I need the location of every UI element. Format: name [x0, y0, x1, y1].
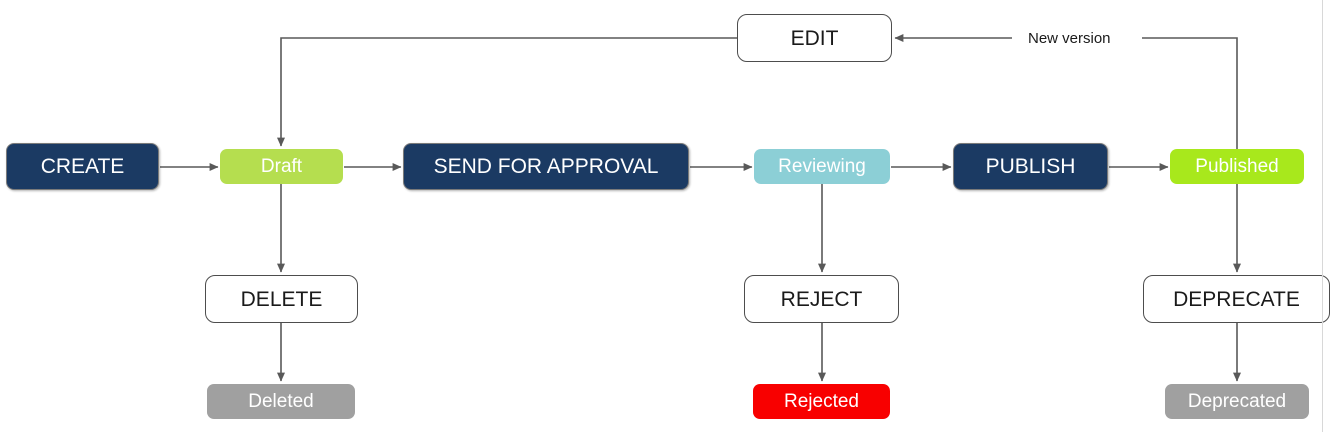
edge-edit-draft	[277, 37, 737, 147]
node-draft[interactable]: Draft	[220, 149, 343, 184]
node-rejected-label: Rejected	[784, 391, 859, 412]
node-published[interactable]: Published	[1170, 149, 1304, 184]
node-edit-label: EDIT	[790, 26, 839, 50]
node-publish-label: PUBLISH	[985, 155, 1076, 178]
node-create-label: CREATE	[40, 155, 125, 178]
node-create[interactable]: CREATE	[6, 143, 159, 190]
node-deprecated[interactable]: Deprecated	[1165, 384, 1309, 419]
node-deprecate-label: DEPRECATE	[1173, 287, 1300, 311]
node-deleted[interactable]: Deleted	[207, 384, 355, 419]
edge-published-edit-right	[1142, 37, 1238, 167]
node-rejected[interactable]: Rejected	[753, 384, 890, 419]
node-reviewing-label: Reviewing	[778, 156, 866, 177]
node-deprecate[interactable]: DEPRECATE	[1143, 275, 1330, 323]
page-boundary-right	[1322, 0, 1323, 432]
edge-label-new-version: New version	[1028, 30, 1111, 47]
node-edit[interactable]: EDIT	[737, 14, 892, 62]
node-draft-label: Draft	[260, 156, 303, 177]
node-published-label: Published	[1195, 156, 1279, 177]
node-deprecated-label: Deprecated	[1187, 391, 1287, 412]
node-reject[interactable]: REJECT	[744, 275, 899, 323]
node-send-for-approval[interactable]: SEND FOR APPROVAL	[403, 143, 689, 190]
node-reject-label: REJECT	[780, 287, 863, 311]
node-delete[interactable]: DELETE	[205, 275, 358, 323]
node-delete-label: DELETE	[240, 287, 323, 311]
node-reviewing[interactable]: Reviewing	[754, 149, 890, 184]
node-deleted-label: Deleted	[248, 391, 314, 412]
node-send-for-approval-label: SEND FOR APPROVAL	[433, 155, 659, 178]
node-publish[interactable]: PUBLISH	[953, 143, 1108, 190]
